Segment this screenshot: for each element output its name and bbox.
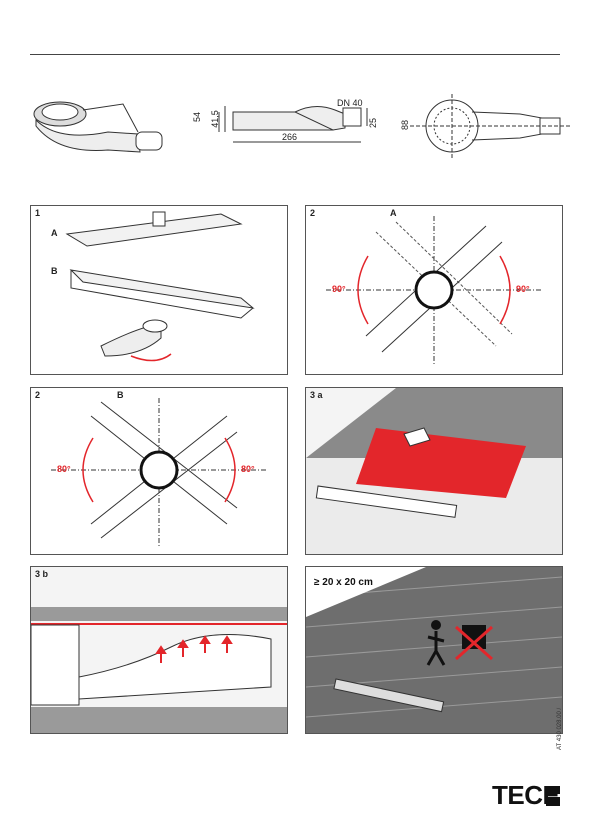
panel-step-3b: 3 b [30, 566, 288, 734]
dim-outlet-diameter: DN 40 [337, 98, 363, 108]
drain-side-dimension-drawing [218, 106, 368, 143]
variant-label: B [117, 390, 124, 400]
dim-top-width: 88 [400, 119, 411, 131]
dim-total-height: 54 [192, 111, 203, 123]
rotation-90-diagram [326, 216, 542, 366]
rotation-80-diagram [51, 398, 267, 548]
panel-step-2b: 2 B 80° 80° [30, 387, 288, 555]
variant-label: A [390, 208, 397, 218]
panel-step-2a: 2 A 90° 90° [305, 205, 563, 375]
sealing-membrane-drawing [306, 388, 562, 554]
dim-length: 266 [282, 132, 298, 142]
step-1-drawing [65, 211, 255, 362]
dim-upper-height: 41,5 [209, 110, 220, 128]
panel-number: 3 b [35, 569, 49, 579]
document-number: AT 430 028.00 / [557, 707, 563, 750]
panel-step-3a: 3 a [305, 387, 563, 555]
brand-logo-mark-icon [546, 786, 560, 806]
dim-outlet-height: 25 [368, 117, 379, 129]
angle-left-label: 90° [332, 284, 346, 294]
tiled-floor-drawing [306, 567, 562, 733]
angle-right-label: 80° [241, 464, 255, 474]
screed-cross-section-drawing [31, 607, 287, 733]
angle-left-label: 80° [57, 464, 71, 474]
angle-right-label: 90° [516, 284, 530, 294]
panel-number: 3 a [310, 390, 323, 400]
drain-top-view-drawing [410, 94, 570, 158]
variant-b-label: B [51, 266, 58, 276]
panel-number: 2 [310, 208, 316, 218]
panel-number: 1 [35, 208, 41, 218]
panel-step-4: ≥ 20 x 20 cm [305, 566, 563, 734]
panel-number: 2 [35, 390, 41, 400]
tile-size-label: ≥ 20 x 20 cm [314, 577, 373, 588]
variant-a-label: A [51, 228, 58, 238]
panel-step-1: 1 A B [30, 205, 288, 375]
drain-body-3d-drawing [33, 101, 163, 153]
header-rule [30, 54, 560, 55]
